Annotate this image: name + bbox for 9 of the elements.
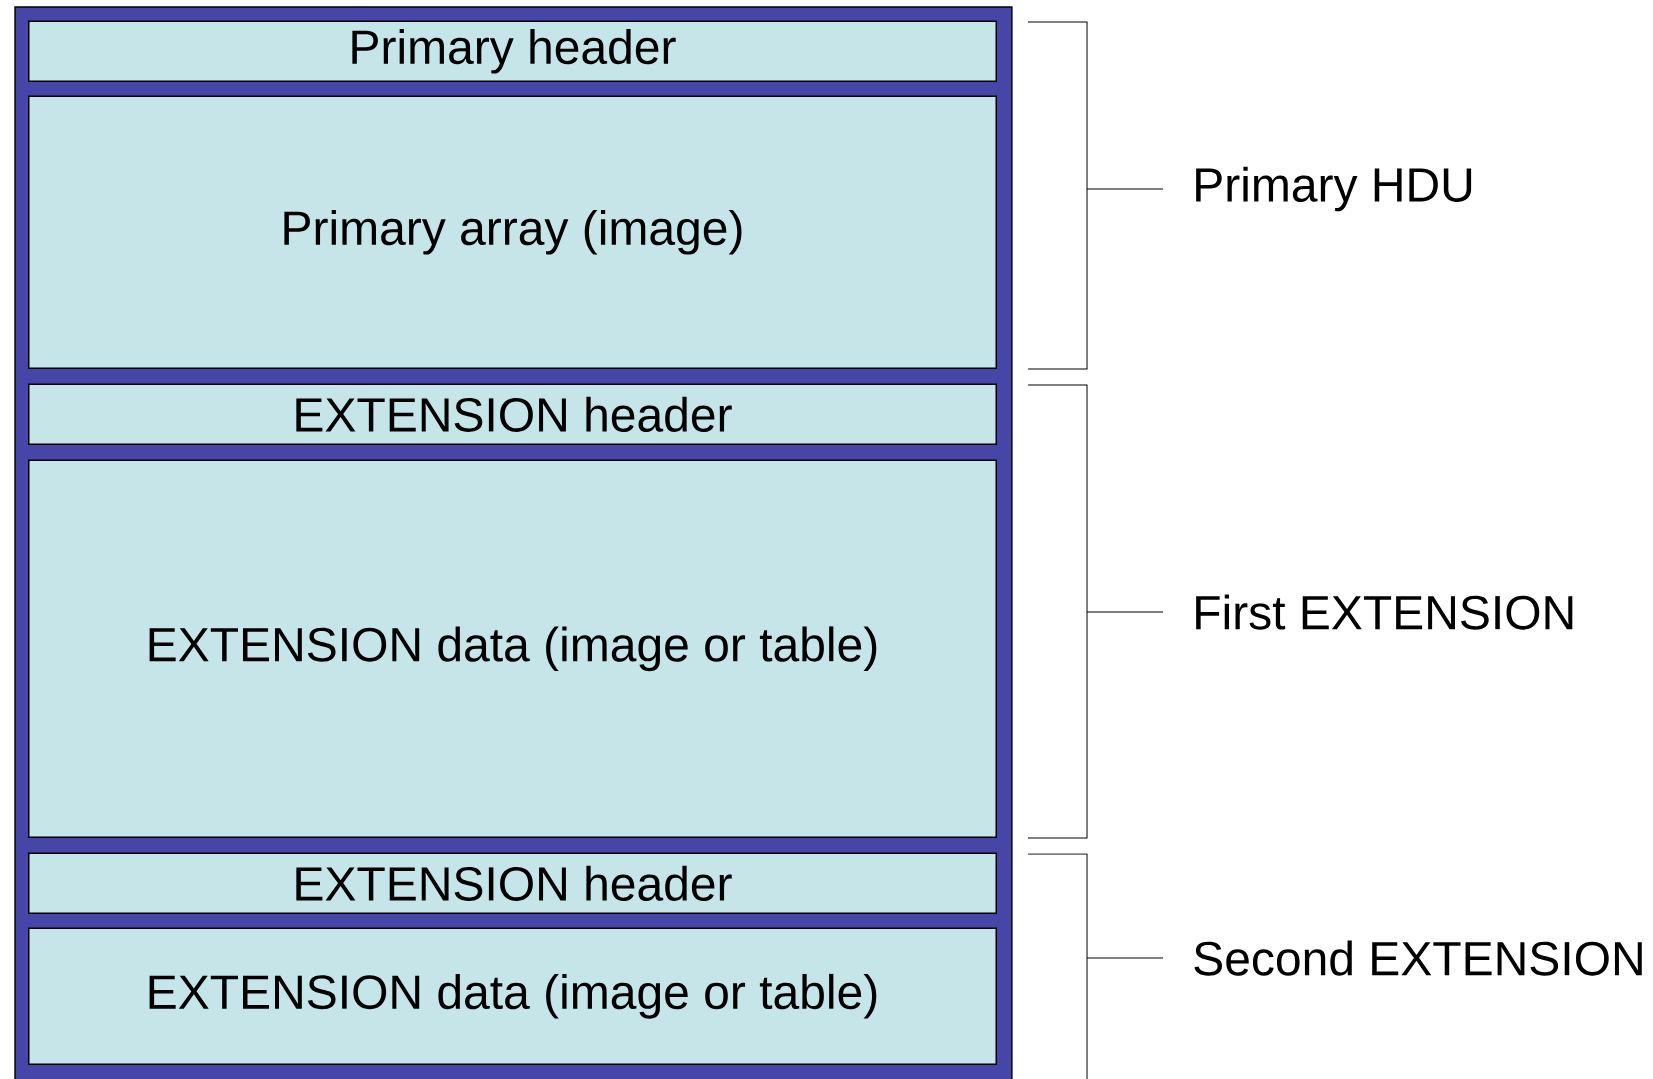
bracket-label: First EXTENSION bbox=[1196, 594, 1573, 630]
data-box: Primary array (image) bbox=[28, 95, 997, 369]
bracket-label: Second EXTENSION bbox=[1194, 940, 1642, 976]
header-box: EXTENSION header bbox=[28, 852, 997, 914]
header-box: EXTENSION header bbox=[28, 383, 997, 445]
bracket-label: Primary HDU bbox=[1196, 166, 1472, 212]
header-box: Primary header bbox=[28, 20, 997, 82]
data-box: EXTENSION data (image or table) bbox=[28, 927, 997, 1065]
data-box: EXTENSION data (image or table) bbox=[28, 459, 997, 838]
